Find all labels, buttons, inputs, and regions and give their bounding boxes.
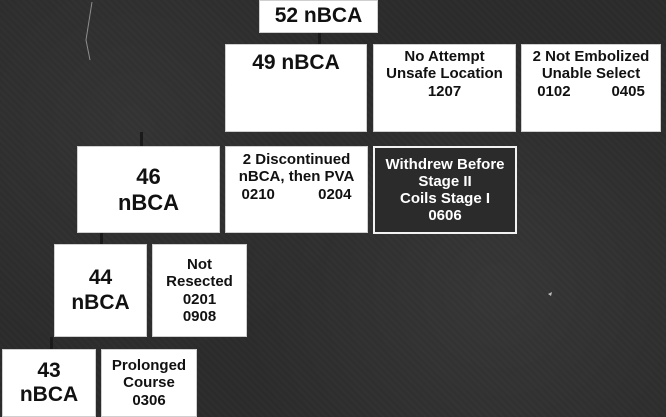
node-44-label: nBCA [71,290,130,314]
not-embolized-line-2: Unable Select [541,65,641,83]
connector-49-46 [140,132,143,146]
node-43-number: 43 [37,358,61,382]
node-prolonged: Prolonged Course 0306 [101,349,197,417]
not-embolized-code-2: 0405 [611,82,645,100]
node-49-label: 49 nBCA [252,51,340,74]
withdrew-line-2: Stage II [418,172,472,190]
withdrew-line-3: Coils Stage I [399,190,491,207]
prolonged-code: 0306 [132,391,166,409]
connector-46-44 [100,233,103,244]
node-withdrew: Withdrew Before Stage II Coils Stage I 0… [373,146,517,234]
discontinued-code-1: 0210 [241,185,275,203]
not-embolized-line-1: 2 Not Embolized [532,48,650,65]
node-46-label: nBCA [117,189,180,215]
not-resected-line-1: Not [187,256,212,273]
no-attempt-line-2: Unsafe Location [386,65,503,83]
node-no-attempt: No Attempt Unsafe Location 1207 [373,44,516,132]
node-46-number: 46 [136,164,161,190]
node-43-label: nBCA [19,383,79,406]
node-not-resected: Not Resected 0201 0908 [152,244,247,337]
withdrew-code: 0606 [428,207,462,225]
node-46-nbca: 46 nBCA [77,146,220,233]
discontinued-code-2: 0204 [318,185,352,203]
node-44-number: 44 [88,266,113,290]
node-52-label: 52 nBCA [274,4,363,28]
not-resected-line-2: Resected [166,273,233,291]
discontinued-line-1: 2 Discontinued [242,151,351,168]
node-43-nbca: 43 nBCA [2,349,96,417]
connector-44-43 [50,337,53,349]
discontinued-line-2: nBCA, then PVA [238,168,355,186]
prolonged-line-2: Course [123,374,175,392]
no-attempt-line-1: No Attempt [404,48,485,65]
withdrew-line-1: Withdrew Before [385,155,505,173]
not-embolized-code-1: 0102 [537,82,571,100]
node-discontinued: 2 Discontinued nBCA, then PVA 0210 0204 [225,146,368,233]
no-attempt-code: 1207 [427,82,462,100]
prolonged-line-1: Prolonged [111,357,187,375]
node-52-nbca: 52 nBCA [259,0,378,33]
node-44-nbca: 44 nBCA [54,244,147,337]
node-49-nbca: 49 nBCA [225,44,367,132]
node-not-embolized: 2 Not Embolized Unable Select 0102 0405 [521,44,661,132]
not-resected-code-1: 0201 [182,290,217,308]
not-resected-code-2: 0908 [182,307,217,325]
connector-root-49 [318,33,321,45]
